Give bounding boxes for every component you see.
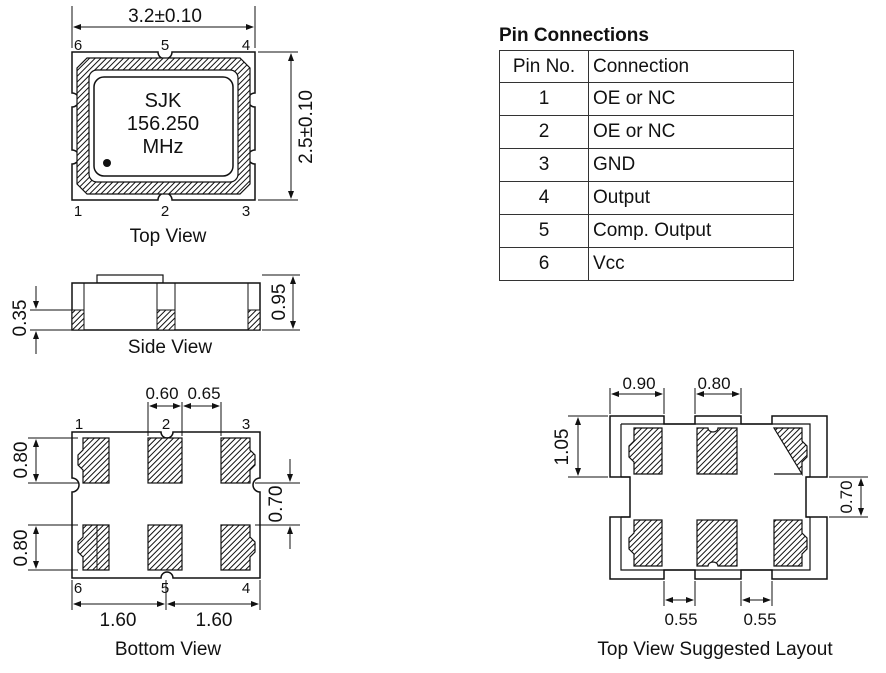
layout-pad-height-dim: 1.05 xyxy=(552,429,573,466)
table-row: 2 OE or NC xyxy=(499,115,794,149)
marking-line3: MHz xyxy=(142,136,183,158)
bottom-pin-6: 6 xyxy=(74,580,82,597)
table-row: 3 GND xyxy=(499,148,794,182)
top-pin-3: 3 xyxy=(242,203,250,220)
row-pin: 1 xyxy=(499,82,589,116)
row-connection: OE or NC xyxy=(588,82,794,116)
layout-pad-width-mid-dim: 0.80 xyxy=(697,374,730,393)
top-pin-2: 2 xyxy=(161,203,169,220)
side-pad-height-dim: 0.35 xyxy=(10,300,31,337)
table-row: 6 Vcc xyxy=(499,247,794,281)
row-connection: OE or NC xyxy=(588,115,794,149)
bottom-center-gap-dim: 0.70 xyxy=(266,486,287,523)
layout-pad-3 xyxy=(772,427,808,477)
bottom-pin-3: 3 xyxy=(242,416,250,433)
top-pin-5: 5 xyxy=(161,37,169,54)
layout-pad-5 xyxy=(696,519,738,567)
layout-view-caption: Top View Suggested Layout xyxy=(597,639,833,660)
layout-pad-2 xyxy=(696,427,738,475)
top-pin-6: 6 xyxy=(74,37,82,54)
table-row: 5 Comp. Output xyxy=(499,214,794,248)
top-view: SJK 156.250 MHz 6 5 4 1 2 3 3.2±0.10 2.5… xyxy=(71,6,317,247)
bottom-pin-1: 1 xyxy=(75,416,83,433)
side-pad-left xyxy=(71,309,85,331)
top-pin-4: 4 xyxy=(242,37,250,54)
bottom-pad-width-dim: 0.60 xyxy=(145,384,178,403)
row-connection: Comp. Output xyxy=(588,214,794,248)
bottom-pin-5: 5 xyxy=(161,580,169,597)
layout-pad-6 xyxy=(628,519,663,567)
bottom-view: 1 2 3 6 5 4 0.60 0.65 0.80 0.80 0.70 xyxy=(11,384,300,660)
bottom-pin-4: 4 xyxy=(242,580,250,597)
bottom-pad-gap-dim: 0.65 xyxy=(187,384,220,403)
bottom-pad-5 xyxy=(147,524,183,571)
bottom-pad-height-top-dim: 0.80 xyxy=(11,442,32,479)
bottom-pad-4 xyxy=(220,524,256,571)
row-pin: 6 xyxy=(499,247,589,281)
row-connection: Vcc xyxy=(588,247,794,281)
pin1-dot xyxy=(103,159,111,167)
bottom-pad-1 xyxy=(77,437,110,484)
side-view-caption: Side View xyxy=(128,337,212,358)
row-connection: GND xyxy=(588,148,794,182)
header-connection: Connection xyxy=(588,50,794,83)
layout-pad-width-left-dim: 0.90 xyxy=(622,374,655,393)
side-view: 0.35 0.95 Side View xyxy=(10,274,300,358)
marking-line1: SJK xyxy=(145,90,182,112)
header-pin-no: Pin No. xyxy=(499,50,589,83)
layout-gap-right-dim: 0.55 xyxy=(743,610,776,629)
layout-center-gap-dim: 0.70 xyxy=(837,480,856,513)
side-total-height-dim: 0.95 xyxy=(269,284,290,321)
bottom-pin-2: 2 xyxy=(162,416,170,433)
layout-gap-left-dim: 0.55 xyxy=(664,610,697,629)
pin-table-title: Pin Connections xyxy=(499,25,649,46)
top-width-dim: 3.2±0.10 xyxy=(128,6,202,27)
top-height-dim: 2.5±0.10 xyxy=(296,90,317,164)
row-pin: 5 xyxy=(499,214,589,248)
bottom-view-caption: Bottom View xyxy=(115,639,222,660)
row-pin: 2 xyxy=(499,115,589,149)
bottom-pitch-left-dim: 1.60 xyxy=(100,610,137,631)
bottom-view-body xyxy=(71,431,261,579)
table-row: 1 OE or NC xyxy=(499,82,794,116)
side-view-lid xyxy=(96,274,164,284)
table-row: 4 Output xyxy=(499,181,794,215)
layout-pad-1 xyxy=(628,427,663,475)
row-pin: 4 xyxy=(499,181,589,215)
top-view-lid xyxy=(93,76,234,177)
top-view-body xyxy=(71,51,256,201)
row-pin: 3 xyxy=(499,148,589,182)
top-pin-1: 1 xyxy=(74,203,82,220)
bottom-pad-height-bottom-dim: 0.80 xyxy=(11,530,32,567)
bottom-pitch-right-dim: 1.60 xyxy=(196,610,233,631)
bottom-pad-3 xyxy=(220,437,256,484)
bottom-pad-6 xyxy=(77,524,110,571)
side-pad-right xyxy=(247,309,261,331)
top-view-caption: Top View xyxy=(130,226,207,247)
pin-connections-table: Pin No. Connection 1 OE or NC 2 OE or NC… xyxy=(499,50,794,281)
bottom-pad-2 xyxy=(147,437,183,484)
row-connection: Output xyxy=(588,181,794,215)
layout-device-outline xyxy=(620,423,811,571)
side-pad-mid xyxy=(156,309,176,331)
layout-pad-4 xyxy=(773,519,808,567)
layout-land-outline xyxy=(609,415,828,580)
marking-line2: 156.250 xyxy=(127,113,199,135)
layout-view: 0.90 0.80 1.05 0.70 0.55 0.55 Top View S… xyxy=(552,374,868,660)
table-header-row: Pin No. Connection xyxy=(499,50,794,83)
top-view-seal-ring xyxy=(76,57,251,195)
